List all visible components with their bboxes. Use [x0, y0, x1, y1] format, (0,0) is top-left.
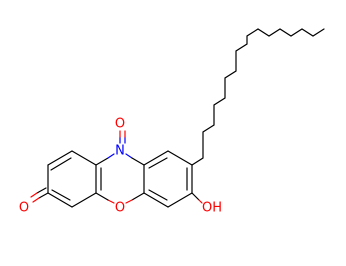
hydroxyl-label: OH [202, 201, 222, 216]
bond [47, 150, 73, 166]
bond [71, 150, 97, 166]
bond [167, 150, 193, 166]
bond [143, 192, 169, 208]
bond [95, 192, 109, 201]
bond [32, 197, 40, 203]
bond [95, 157, 109, 166]
bond [47, 192, 73, 208]
bond [148, 157, 168, 169]
bond [38, 192, 49, 199]
bond [125, 199, 133, 204]
atom-labels: O N O O OH [19, 117, 222, 216]
final-structure [30, 28, 325, 208]
ring-nitrogen-label: N [115, 144, 125, 159]
ketone-oxygen-label: O [19, 201, 29, 216]
bond [167, 192, 193, 208]
bond [198, 199, 203, 204]
n-oxide-oxygen-label: O [115, 117, 125, 132]
bond [30, 192, 38, 198]
bond [131, 192, 145, 201]
bond [51, 189, 71, 201]
bond [125, 153, 133, 159]
dodecyl-chain [191, 28, 325, 166]
bond [191, 192, 200, 201]
bond [36, 187, 47, 194]
bond [143, 150, 169, 166]
bond [107, 153, 115, 159]
bond [148, 189, 168, 201]
bond [131, 157, 145, 166]
bond [50, 157, 72, 171]
bond [71, 192, 97, 208]
bond [107, 199, 115, 204]
ring-oxygen-label: O [115, 201, 125, 216]
